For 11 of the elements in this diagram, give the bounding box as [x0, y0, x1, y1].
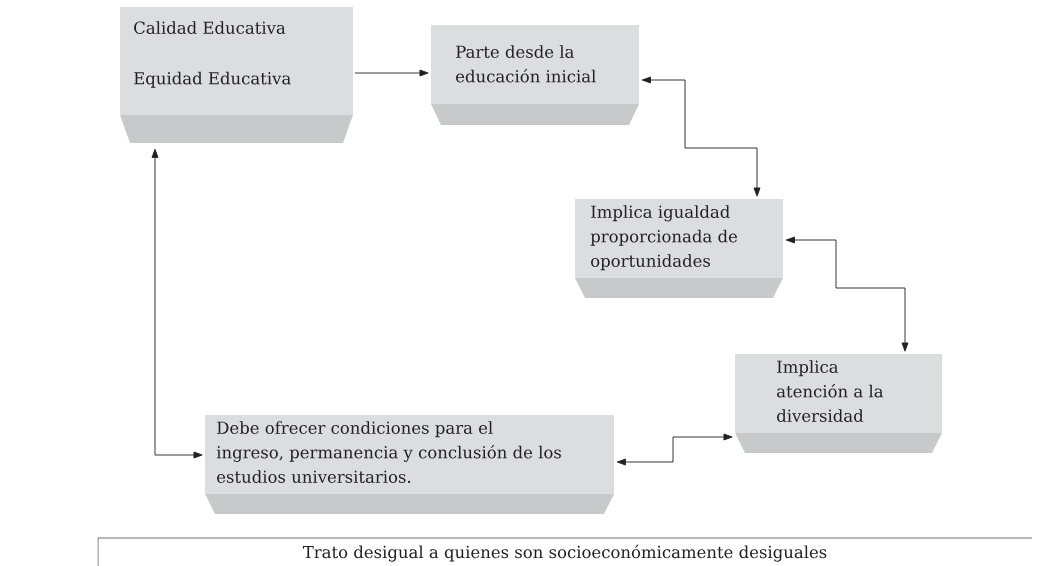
shelf-box: Calidad Educativa Equidad Educativa [120, 7, 353, 143]
arrow [785, 236, 909, 352]
band-frame: Trato desigual a quienes son socioeconómicamente desiguales [97, 537, 1033, 566]
arrow [641, 76, 761, 197]
shelf-box: Implica igualdad proporcionada de oportunidades [575, 199, 783, 298]
shelf-box: Parte desde la educación inicial [431, 25, 639, 125]
arrow [616, 433, 733, 466]
arrow [151, 148, 203, 459]
shelf-box: Implica atención a la diversidad [735, 354, 942, 453]
shelf-box: Debe ofrecer condiciones para el ingreso, permanencia y conclusión de los estudios universitarios. [205, 415, 614, 514]
arrow [354, 69, 429, 77]
